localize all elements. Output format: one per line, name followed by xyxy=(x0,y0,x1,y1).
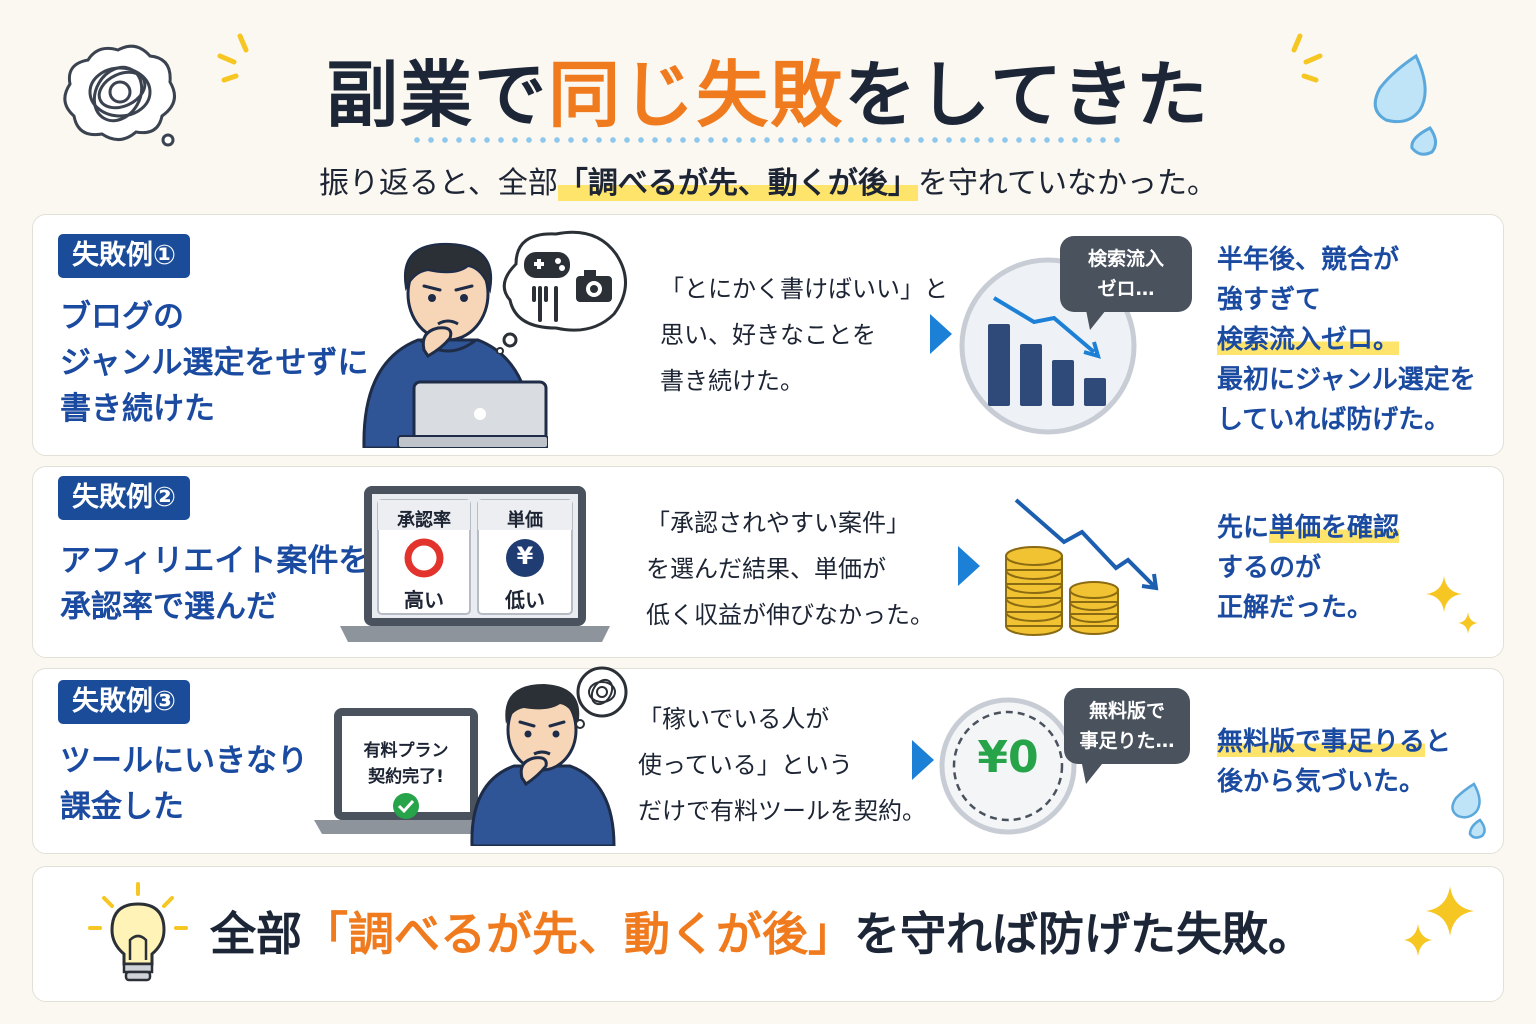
dotted-divider xyxy=(410,136,1126,144)
approval-rate-label: 承認率 xyxy=(397,510,451,531)
worried-person-laptop-illustration xyxy=(362,242,548,448)
bubble-tail xyxy=(1082,764,1102,784)
case-heading-2: アフィリエイト案件を承認率で選んだ xyxy=(60,543,370,625)
sparkle-icon xyxy=(1426,576,1478,634)
case-result-1: 半年後、競合が 強すぎて 検索流入ゼロ。 最初にジャンル選定を していれば防げた… xyxy=(1217,245,1476,435)
bubble-tail xyxy=(1086,310,1106,330)
case-card-2 xyxy=(32,466,1504,658)
tangled-thought-icon xyxy=(63,44,176,147)
page-title: 副業で同じ失敗をしてきた xyxy=(326,53,1210,137)
worried-person-illustration xyxy=(470,666,628,846)
subtitle: 振り返ると、全部「調べるが先、動くが後」を守れていなかった。 xyxy=(319,166,1217,201)
sparkle-lines-icon xyxy=(217,33,249,83)
sparkle-icon xyxy=(1404,886,1474,956)
sweat-drop-icon xyxy=(1373,53,1437,156)
case-quote-3: 「稼いでいる人が使っている」というだけで有料ツールを契約。 xyxy=(638,705,926,825)
sparkle-lines-icon xyxy=(1291,33,1323,83)
tangled-thought-icon xyxy=(575,666,628,729)
case-bubble-3: 無料版で事足りた… xyxy=(1064,688,1190,764)
camera-icon xyxy=(576,270,612,302)
free-coin-icon xyxy=(939,697,1077,835)
unit-price-value: 低い xyxy=(505,588,545,612)
case-quote-2: 「承認されやすい案件」を選んだ結果、単価が低く収益が伸びなかった。 xyxy=(646,509,934,629)
case-quote-1: 「とにかく書けばいい」と思い、好きなことを書き続けた。 xyxy=(660,275,948,395)
sweat-drop-icon xyxy=(1451,782,1486,839)
flow-arrow-3 xyxy=(912,740,934,780)
laptop-icon xyxy=(340,486,610,642)
case-badge-3: 失敗例③ xyxy=(58,680,190,724)
case-heading-1: ブログのジャンル選定をせずに書き続けた xyxy=(60,299,369,427)
approval-rate-value: 高い xyxy=(404,588,444,612)
hobby-thought-bubble xyxy=(496,230,627,354)
laptop-icon xyxy=(314,708,494,834)
game-controller-icon xyxy=(524,252,570,278)
case-badge-1: 失敗例① xyxy=(58,234,190,278)
case-result-2: 先に単価を確認 するのが 正解だった。 xyxy=(1217,513,1400,623)
trend-down-arrow-icon xyxy=(1014,498,1156,588)
check-icon xyxy=(393,793,419,819)
conclusion-box xyxy=(32,866,1504,1002)
flow-arrow-2 xyxy=(958,546,980,586)
paid-plan-screen-text: 有料プラン契約完了! xyxy=(363,741,449,787)
light-bulb-icon xyxy=(88,882,188,982)
yen-icon: ¥ xyxy=(516,542,534,570)
coin-value: ¥0 xyxy=(977,732,1039,783)
fork-knife-icon xyxy=(532,286,558,322)
flow-arrow-1 xyxy=(930,314,952,354)
case-bubble-1: 検索流入ゼロ… xyxy=(1060,236,1192,312)
unit-price-label: 単価 xyxy=(507,510,543,531)
coin-stack-icon xyxy=(1005,498,1159,636)
case-card-3 xyxy=(32,668,1504,854)
case-result-3: 無料版で事足りると 後から気づいた。 xyxy=(1217,727,1452,797)
case-heading-3: ツールにいきなり課金した xyxy=(60,743,308,825)
conclusion-text: 全部「調べるが先、動くが後」を守れば防げた失敗。 xyxy=(210,907,1314,961)
case-badge-2: 失敗例② xyxy=(58,476,190,520)
